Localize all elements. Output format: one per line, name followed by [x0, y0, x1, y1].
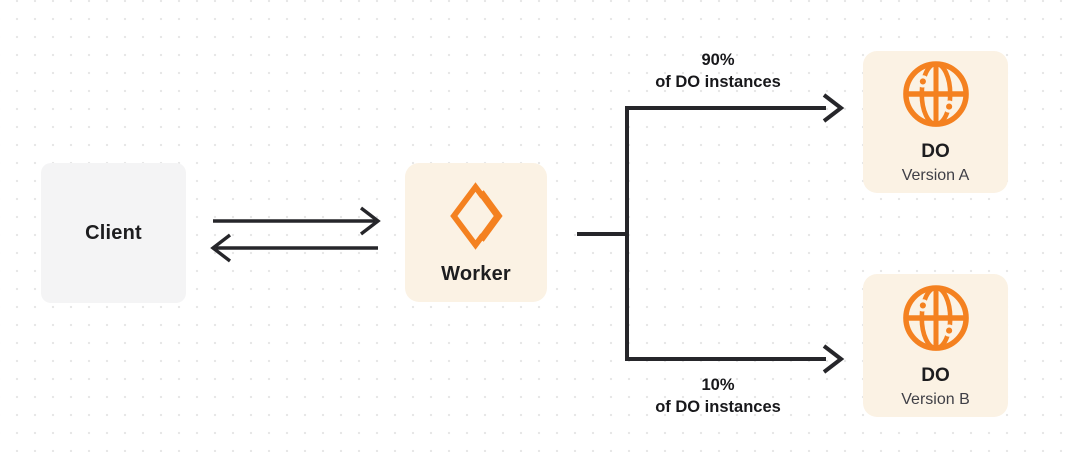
- worker-node: Worker: [405, 163, 547, 302]
- do-a-title: DO: [921, 141, 950, 162]
- globe-icon: [902, 61, 969, 127]
- arrowhead-branch-90: [822, 93, 845, 123]
- arrowhead-branch-10: [822, 344, 845, 374]
- do-version-a-node: DO Version A: [863, 51, 1008, 193]
- do-b-title: DO: [921, 364, 950, 386]
- edge-label-90-line1: 90%: [701, 51, 735, 69]
- do-b-subtitle: Version B: [901, 390, 970, 408]
- do-a-subtitle: Version A: [901, 167, 970, 184]
- client-node: Client: [41, 163, 186, 303]
- edge-label-90-percent: 90% of DO instances: [655, 49, 781, 93]
- workers-logo-icon: [450, 182, 503, 250]
- client-label: Client: [85, 221, 142, 244]
- edge-label-90-line2: of DO instances: [655, 73, 781, 91]
- globe-icon: [902, 284, 969, 351]
- arrowhead-client-to-worker: [359, 206, 381, 236]
- edge-label-10-percent: 10% of DO instances: [655, 374, 781, 418]
- arrowhead-worker-to-client: [210, 233, 232, 263]
- worker-label: Worker: [441, 263, 511, 285]
- edge-label-10-line1: 10%: [701, 376, 735, 394]
- do-version-b-node: DO Version B: [863, 274, 1008, 417]
- edge-label-10-line2: of DO instances: [655, 398, 781, 416]
